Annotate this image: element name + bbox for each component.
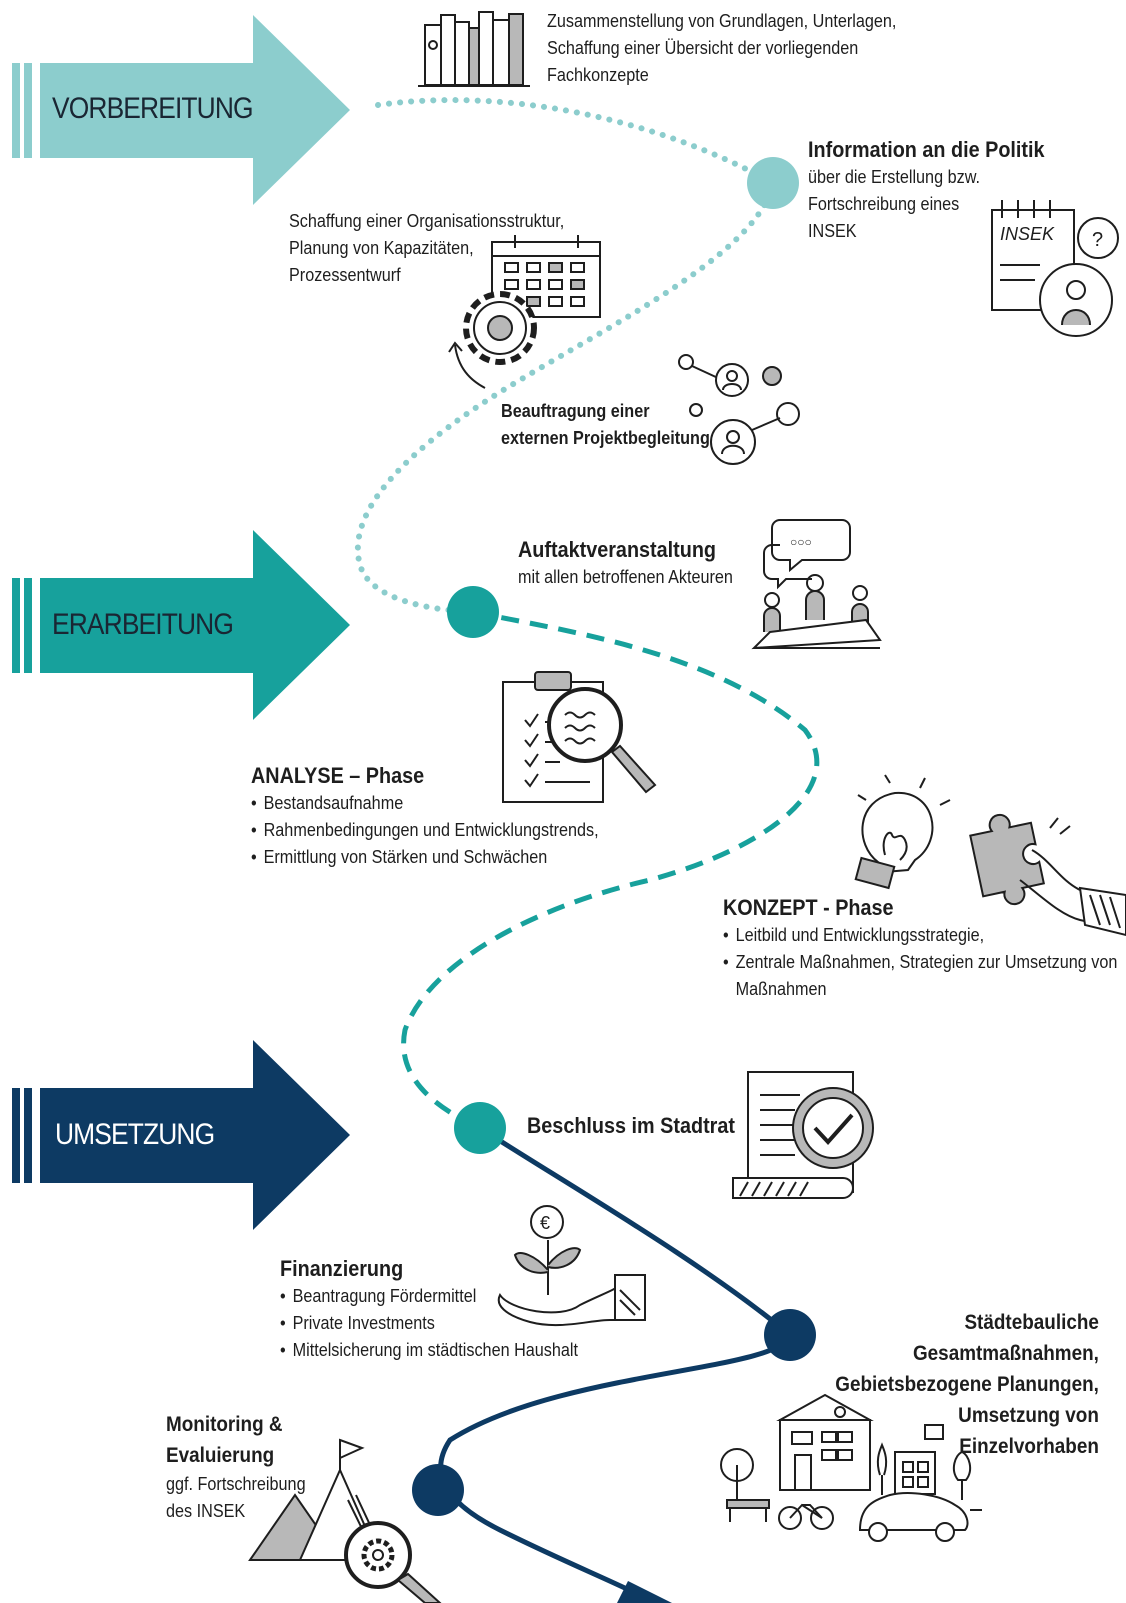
monitoring-line-1: ggf. Fortschreibung [166,1474,306,1494]
staedtebau-line-2: Gesamtmaßnahmen, [913,1342,1099,1365]
politik-line-2: Fortschreibung eines [808,194,960,214]
svg-text:INSEK: INSEK [1000,224,1055,244]
politik-line-1: über die Erstellung bzw. [808,167,980,187]
step-politik: Information an die Politik über die Erst… [808,136,1045,245]
politik-title: Information an die Politik [808,137,1045,162]
clipboard-magnifier-icon [502,671,657,803]
staedtebau-line-3: Gebietsbezogene Planungen, [835,1373,1099,1396]
grundlagen-line-1: Zusammenstellung von Grundlagen, Unterla… [547,11,897,31]
meeting-icon: ○○○ [751,519,882,650]
approved-document-icon [732,1071,874,1199]
insek-document-icon: INSEK ? [991,200,1119,337]
auftakt-title: Auftaktveranstaltung [518,537,717,562]
konzept-bullet-2-continuation: Maßnahmen [735,979,827,999]
books-icon [418,11,530,87]
mountain-gear-icon [248,1438,442,1603]
phase-arrow-erarbeitung [12,530,350,720]
node-beschluss [454,1102,506,1154]
organisation-line-3: Prozessentwurf [289,265,401,285]
node-staedtebau [764,1309,816,1361]
calendar-gear-icon [448,235,601,389]
dashed-path [401,609,820,1131]
beauftragung-line-1: Beauftragung einer [501,401,650,421]
finanzierung-bullet-1: Beantragung Fördermittel [280,1283,578,1310]
konzept-bullet-2: Zentrale Maßnahmen, Strategien zur Umset… [723,949,1117,976]
beschluss-title: Beschluss im Stadtrat [527,1113,735,1138]
svg-text:€: € [540,1213,550,1233]
svg-text:?: ? [1092,229,1103,251]
analyse-bullet-2: Rahmenbedingungen und Entwicklungstrends… [251,817,599,844]
organisation-line-1: Schaffung einer Organisationsstruktur, [289,211,565,231]
finanzierung-bullet-2: Private Investments [280,1310,578,1337]
konzept-bullet-1: Leitbild und Entwicklungsstrategie, [723,922,1117,949]
end-arrowhead [617,1581,672,1603]
monitoring-title-line-2: Evaluierung [166,1444,275,1467]
step-organisation: Schaffung einer Organisationsstruktur, P… [289,208,564,289]
staedtebau-line-1: Städtebauliche [964,1311,1099,1334]
staedtebau-line-5: Einzelvorhaben [959,1435,1099,1458]
svg-text:○○○: ○○○ [790,535,812,549]
grundlagen-line-3: Fachkonzepte [547,65,649,85]
analyse-bullet-1: Bestandsaufnahme [251,790,599,817]
phase-arrow-vorbereitung [12,15,350,205]
beauftragung-line-2: externen Projektbegleitung [501,428,710,448]
politik-line-3: INSEK [808,221,857,241]
lightbulb-icon [854,774,951,890]
dotted-path [354,97,777,615]
step-beauftragung: Beauftragung einer externen Projektbegle… [501,398,710,452]
step-grundlagen: Zusammenstellung von Grundlagen, Unterla… [547,8,896,89]
solid-path [438,1125,793,1603]
phase-arrow-umsetzung [12,1040,350,1230]
finanzierung-bullet-3: Mittelsicherung im städtischen Haushalt [280,1337,578,1364]
city-buildings-icon [720,1393,982,1542]
auftakt-subtitle: mit allen betroffenen Akteuren [518,567,733,587]
node-politik [747,157,799,209]
staedtebau-line-4: Umsetzung von [958,1404,1099,1427]
puzzle-hand-icon [969,813,1126,937]
phase-label-erarbeitung: ERARBEITUNG [52,608,234,641]
grundlagen-line-2: Schaffung einer Übersicht der vorliegend… [547,38,859,58]
step-beschluss: Beschluss im Stadtrat [527,1112,735,1140]
step-finanzierung: Finanzierung Beantragung Fördermittel Pr… [280,1255,578,1364]
monitoring-title-line-1: Monitoring & [166,1413,283,1436]
network-people-icon [678,354,800,465]
node-monitoring [412,1464,464,1516]
step-monitoring: Monitoring & Evaluierung ggf. Fortschrei… [166,1409,306,1525]
step-analyse: ANALYSE – Phase Bestandsaufnahme Rahmenb… [251,762,599,871]
monitoring-line-2: des INSEK [166,1501,246,1521]
phase-label-umsetzung: UMSETZUNG [55,1118,215,1151]
node-auftakt [447,586,499,638]
analyse-bullet-3: Ermittlung von Stärken und Schwächen [251,844,599,871]
step-konzept: KONZEPT - Phase Leitbild und Entwicklung… [723,894,1117,1003]
step-staedtebau: Städtebauliche Gesamtmaßnahmen, Gebietsb… [835,1307,1099,1462]
step-auftakt: Auftaktveranstaltung mit allen betroffen… [518,536,733,591]
analyse-title: ANALYSE – Phase [251,763,425,788]
organisation-line-2: Planung von Kapazitäten, [289,238,474,258]
konzept-title: KONZEPT - Phase [723,895,894,920]
phase-label-vorbereitung: VORBEREITUNG [52,92,254,125]
finanzierung-title: Finanzierung [280,1256,404,1281]
